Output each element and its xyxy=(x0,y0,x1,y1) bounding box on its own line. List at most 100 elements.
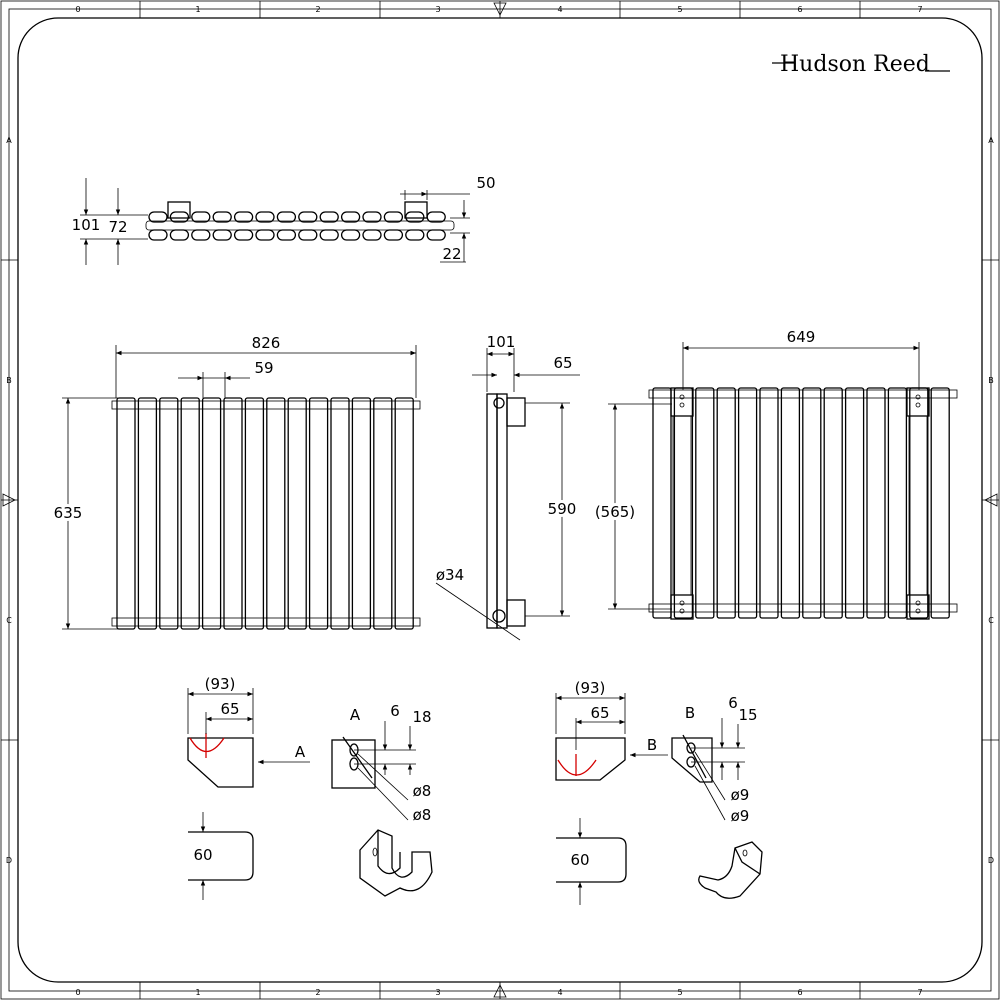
front-view: 826 59 635 xyxy=(51,334,421,630)
centering-mark-right xyxy=(982,493,999,507)
plan-tube xyxy=(148,229,168,241)
front-column xyxy=(116,397,136,630)
plan-tube xyxy=(233,229,254,241)
plan-tube xyxy=(426,229,446,241)
plan-tube xyxy=(169,229,190,241)
plan-tube xyxy=(233,211,254,223)
grid-column-labels-bottom: 0 1 2 3 4 5 6 7 xyxy=(75,988,922,997)
rear-column xyxy=(716,387,736,619)
grid-col-label: 5 xyxy=(677,988,682,997)
grid-col-label: 1 xyxy=(195,5,200,14)
plan-tube xyxy=(191,229,211,241)
grid-col-label: 4 xyxy=(557,988,562,997)
plan-tube xyxy=(383,211,404,223)
plan-tube xyxy=(426,211,446,223)
rear-column xyxy=(887,387,908,619)
plan-bracket-left xyxy=(167,201,191,219)
grid-col-label: 5 xyxy=(677,5,682,14)
rear-column xyxy=(909,387,929,619)
grid-row-label: C xyxy=(6,616,12,625)
plan-tube xyxy=(340,211,361,223)
plan-bracket-width-dim: 50 xyxy=(476,174,495,192)
brand-logo-text: Hudson Reed xyxy=(780,52,930,77)
grid-row-labels-right: A B C D xyxy=(988,136,994,865)
rear-view: 649 (565) xyxy=(592,328,958,620)
grid-col-label: 1 xyxy=(195,988,200,997)
front-width-dim: 826 xyxy=(252,334,281,352)
bracket-a-dim-6: 6 xyxy=(390,702,400,720)
grid-col-label: 2 xyxy=(315,5,320,14)
rear-column xyxy=(780,387,801,619)
plan-tube xyxy=(191,211,211,223)
plan-tube xyxy=(362,211,382,223)
rear-column xyxy=(652,387,672,619)
grid-row-label: D xyxy=(988,856,994,865)
bracket-a-view-arrow-label: A xyxy=(295,743,306,761)
side-bracket-offset-dim: 65 xyxy=(553,354,572,372)
side-pipe-diameter-dim: ø34 xyxy=(436,566,464,584)
grid-col-label: 7 xyxy=(917,5,922,14)
bracket-b-offset-dim: 65 xyxy=(590,704,609,722)
grid-row-labels-left: A B C D xyxy=(6,136,12,865)
centering-mark-left xyxy=(1,493,18,507)
plan-tube xyxy=(362,229,382,241)
bracket-a-side-profile xyxy=(188,831,254,881)
front-column xyxy=(330,397,350,630)
front-column xyxy=(351,397,372,630)
centering-mark-top xyxy=(493,1,507,18)
plan-wall-gap-dim: 22 xyxy=(442,245,461,263)
plan-tube xyxy=(255,211,275,223)
plan-tube xyxy=(276,229,297,241)
plan-tube xyxy=(319,211,339,223)
rear-column xyxy=(695,387,715,619)
plan-view: 101 72 50 22 xyxy=(72,174,496,265)
side-view: 101 65 590 ø34 xyxy=(435,333,580,641)
plan-tube xyxy=(298,211,318,223)
bracket-a-hole-2: ø8 xyxy=(413,806,432,824)
rear-column xyxy=(823,387,843,619)
grid-col-label: 4 xyxy=(557,5,562,14)
grid-column-labels-top: 0 1 2 3 4 5 6 7 xyxy=(75,5,922,14)
grid-col-label: 3 xyxy=(435,5,440,14)
side-bracket-bottom xyxy=(506,599,526,627)
bracket-a-overall-dim: (93) xyxy=(205,675,236,693)
bracket-a-detail-label: A xyxy=(350,706,361,724)
front-column xyxy=(308,397,329,630)
front-column xyxy=(137,397,158,630)
bracket-b-top-view xyxy=(555,737,626,781)
rear-top-manifold xyxy=(648,389,958,399)
plan-tube xyxy=(212,211,232,223)
front-column xyxy=(223,397,243,630)
rear-bracket-height-dim: (565) xyxy=(595,503,635,521)
front-column xyxy=(287,397,307,630)
grid-col-label: 6 xyxy=(797,988,802,997)
rear-column xyxy=(866,387,886,619)
rear-column xyxy=(802,387,822,619)
bracket-b-view-arrow-label: B xyxy=(647,736,657,754)
rear-bottom-manifold xyxy=(648,603,958,613)
bracket-b-dim-6: 6 xyxy=(728,694,738,712)
bracket-a-top-view xyxy=(187,737,254,788)
rear-column xyxy=(673,387,694,619)
bracket-b-group: (93) 65 B 60 B 6 15 ø9 ø9 xyxy=(555,679,763,905)
rear-bracket-spacing-dim: 649 xyxy=(787,328,816,346)
side-tube-front xyxy=(486,393,498,629)
bracket-a-height-dim: 60 xyxy=(193,846,212,864)
grid-col-label: 2 xyxy=(315,988,320,997)
front-column xyxy=(180,397,200,630)
plan-tube xyxy=(383,229,404,241)
grid-col-label: 6 xyxy=(797,5,802,14)
side-pipe-connection xyxy=(492,609,506,623)
side-tube-rear xyxy=(496,393,508,629)
bracket-b-side-profile xyxy=(556,837,627,883)
brand-logo: Hudson Reed xyxy=(772,52,950,77)
bracket-a-offset-dim: 65 xyxy=(220,700,239,718)
plan-tube xyxy=(148,211,168,223)
grid-col-label: 0 xyxy=(75,5,80,14)
bracket-b-hole-1: ø9 xyxy=(731,786,750,804)
grid-row-label: D xyxy=(6,856,12,865)
side-bracket-top xyxy=(506,397,526,427)
side-depth-dim: 101 xyxy=(487,333,516,351)
grid-row-label: C xyxy=(988,616,994,625)
